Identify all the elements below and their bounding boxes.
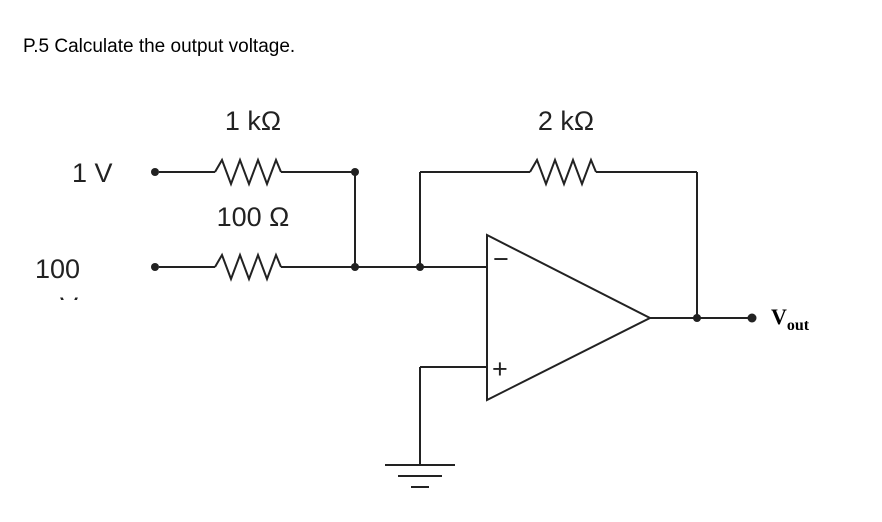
ground-icon [385,464,455,488]
rf-label: 2 kΩ [538,106,594,136]
input-terminal-1 [151,168,159,176]
vout-main: V [771,304,787,329]
resistor-1k [214,157,282,187]
output-terminal [747,313,757,323]
question-text: P.5 Calculate the output voltage. [23,36,296,57]
plus-sign: + [492,354,508,384]
input-terminal-2 [151,263,159,271]
op-amp-triangle [486,233,653,402]
node-sum [351,263,359,271]
vout-label: Vout [771,304,810,334]
resistor-100 [214,252,282,282]
vout-subscript: out [787,317,810,334]
v2-unit: V [60,292,78,322]
r2-label: 100 Ω [217,202,290,232]
node-output [693,314,701,322]
v2-label: 100 [35,254,80,284]
resistor-2k [529,157,597,187]
v1-label: 1 V [72,158,113,188]
v2-unit-clipped: V [60,292,78,322]
r1-label: 1 kΩ [225,106,281,136]
minus-sign: − [493,244,509,274]
